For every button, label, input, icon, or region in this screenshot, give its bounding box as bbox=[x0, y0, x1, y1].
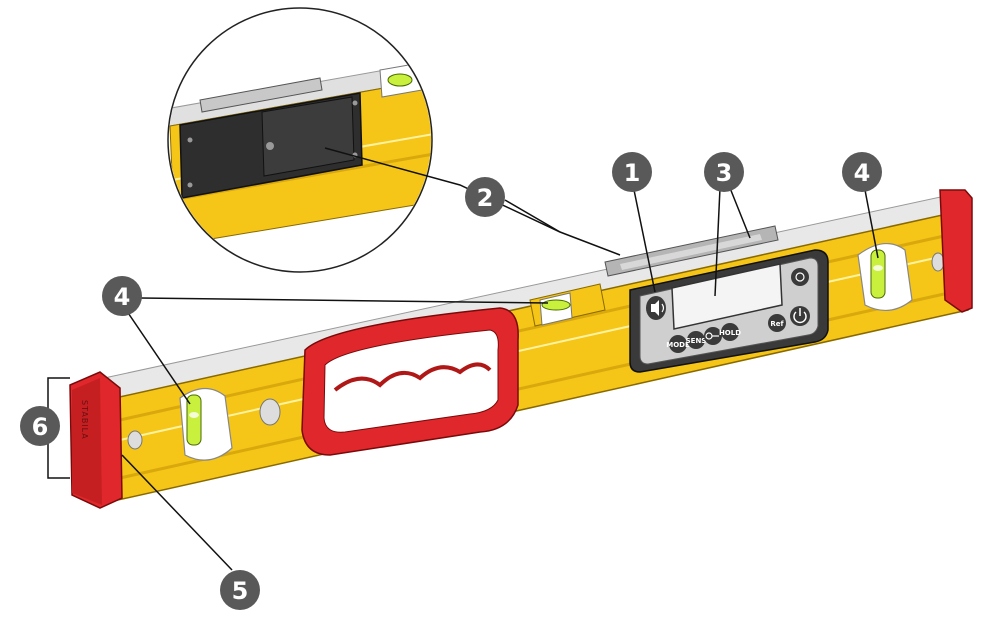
callout-4-right: 4 bbox=[842, 152, 882, 192]
sens-button-label: SENS bbox=[686, 337, 707, 345]
end-cap-brand: STABILA bbox=[80, 400, 89, 440]
callout-3: 3 bbox=[704, 152, 744, 192]
backlight-button[interactable] bbox=[791, 268, 809, 286]
lcd-screen bbox=[671, 263, 783, 330]
red-handle bbox=[301, 307, 519, 456]
power-icon bbox=[793, 308, 807, 324]
mode-button[interactable]: MODE bbox=[666, 335, 690, 353]
mode-button-label: MODE bbox=[666, 341, 690, 349]
power-button[interactable] bbox=[790, 306, 810, 326]
backlight-icon bbox=[795, 272, 805, 282]
callout-5-label: 5 bbox=[232, 577, 249, 605]
top-vial-housing bbox=[529, 283, 606, 327]
callout-6-label: 6 bbox=[32, 413, 49, 441]
key-button[interactable] bbox=[704, 327, 722, 345]
callout-4-left: 4 bbox=[102, 276, 142, 316]
hold-button-label: HOLD bbox=[719, 329, 741, 337]
right-end-cap bbox=[939, 189, 973, 313]
callout-4-right-label: 4 bbox=[854, 159, 871, 187]
inset-top-window bbox=[199, 77, 323, 113]
display-panel: MODE SENS HOLD Ref bbox=[629, 249, 829, 373]
top-vial bbox=[541, 299, 571, 311]
magnifier-inset bbox=[167, 7, 433, 273]
left-vial-window bbox=[179, 387, 233, 461]
leader-lines bbox=[47, 147, 879, 571]
groove-mid bbox=[119, 251, 963, 441]
callout-2: 2 bbox=[465, 177, 505, 217]
left-vial bbox=[186, 394, 202, 446]
left-small-hole bbox=[127, 430, 143, 450]
right-vial bbox=[870, 249, 886, 299]
sens-button[interactable]: SENS bbox=[686, 331, 707, 349]
callout-4-left-label: 4 bbox=[114, 283, 131, 311]
callout-3-label: 3 bbox=[716, 159, 733, 187]
ref-button[interactable]: Ref bbox=[768, 314, 786, 332]
left-end-cap: STABILA bbox=[69, 371, 123, 509]
speaker-button[interactable] bbox=[646, 296, 666, 320]
hold-button[interactable]: HOLD bbox=[719, 323, 741, 341]
right-hole bbox=[931, 252, 945, 272]
callout-5: 5 bbox=[220, 570, 260, 610]
speaker-icon bbox=[651, 300, 665, 316]
callout-1-label: 1 bbox=[624, 159, 641, 187]
right-vial-window bbox=[857, 243, 913, 311]
inset-vial bbox=[387, 73, 413, 87]
key-icon bbox=[705, 332, 719, 340]
ref-button-label: Ref bbox=[770, 320, 784, 328]
battery-cover bbox=[261, 96, 355, 177]
callout-2-label: 2 bbox=[477, 184, 494, 212]
callout-1: 1 bbox=[612, 152, 652, 192]
callout-6: 6 bbox=[20, 406, 60, 446]
left-hole bbox=[259, 398, 281, 426]
